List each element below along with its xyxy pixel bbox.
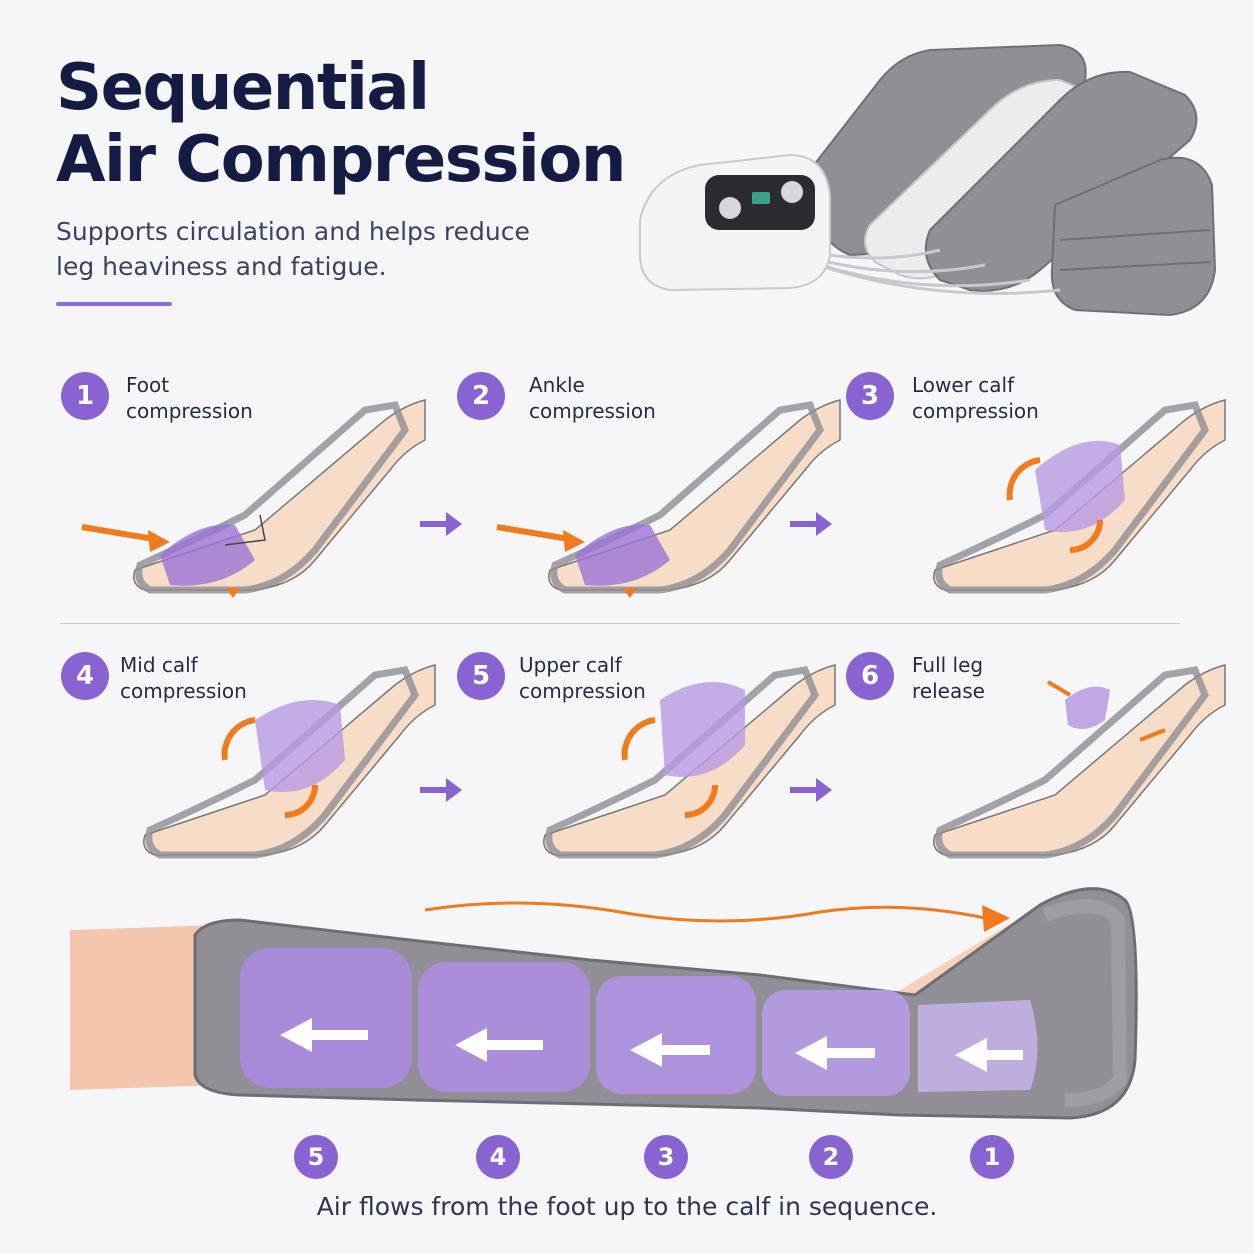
orange-rotate-arrow-icon — [684, 784, 718, 818]
thigh-skin — [70, 925, 225, 1090]
step-label-1: Foot compression — [126, 372, 346, 424]
chamber-1 — [918, 1000, 1038, 1092]
chamber-4 — [418, 962, 590, 1092]
step-badge-4: 4 — [61, 652, 109, 700]
orange-rotate-arrow-icon — [1069, 519, 1103, 553]
lower-calf-chamber-inflated — [1035, 440, 1125, 532]
orange-flow-arrow-icon — [424, 901, 986, 923]
orange-flow-arrow-icon — [496, 524, 576, 543]
chamber-5 — [240, 948, 412, 1088]
caption: Air flows from the foot up to the calf i… — [316, 1192, 938, 1221]
sequence-badge-3: 3 — [644, 1135, 688, 1179]
control-unit — [639, 153, 831, 292]
step-4-subtitle: compression — [120, 679, 247, 703]
step-3-subtitle: compression — [912, 399, 1039, 423]
step-badge-6: 6 — [846, 652, 894, 700]
right-arrow-icon — [420, 778, 462, 802]
sequence-badge-1: 1 — [970, 1135, 1014, 1179]
up-arrow-icon — [226, 588, 240, 598]
step-1-subtitle: compression — [126, 399, 253, 423]
step-label-3: Lower calf compression — [912, 372, 1132, 424]
step-label-5: Upper calf compression — [519, 652, 739, 704]
step-6-title: Full leg — [912, 653, 984, 677]
left-arrow-icon — [795, 1036, 875, 1070]
accent-underline — [56, 302, 172, 306]
foot-chamber-inflated — [160, 524, 255, 586]
sequence-badge-2: 2 — [809, 1135, 853, 1179]
hand-sketch — [224, 514, 266, 546]
power-knob-icon — [719, 197, 741, 219]
orange-flow-arrow-icon — [81, 524, 161, 543]
step-label-6: Full leg release — [912, 652, 1132, 704]
page-title: Sequential Air Compression — [56, 51, 626, 197]
row-divider — [60, 623, 1180, 624]
chamber-2 — [762, 990, 910, 1096]
step-1-illustration — [81, 400, 425, 598]
chamber-3 — [596, 976, 756, 1094]
display-icon — [752, 192, 770, 204]
step-label-2: Ankle compression — [529, 372, 749, 424]
step-5-subtitle: compression — [519, 679, 646, 703]
step-badge-1: 1 — [61, 372, 109, 420]
step-label-4: Mid calf compression — [120, 652, 340, 704]
step-3-illustration — [934, 400, 1225, 590]
sleeve-outline — [193, 887, 1138, 1120]
foot-wrap — [1050, 156, 1217, 317]
step-1-title: Foot — [126, 373, 170, 397]
right-arrow-icon — [420, 512, 462, 536]
flow-arrowhead-icon — [982, 905, 1010, 932]
step-badge-2: 2 — [457, 372, 505, 420]
right-arrow-icon — [790, 512, 832, 536]
step-6-subtitle: release — [912, 679, 985, 703]
ankle-chamber-inflated — [575, 524, 670, 586]
mid-calf-chamber-inflated — [255, 700, 345, 792]
air-hoses — [759, 238, 1061, 295]
step-4-title: Mid calf — [120, 653, 198, 677]
step-badge-3: 3 — [846, 372, 894, 420]
title-line-1: Sequential — [56, 51, 430, 125]
sequence-badge-4: 4 — [476, 1135, 520, 1179]
step-2-title: Ankle — [529, 373, 585, 397]
foot-skin — [900, 892, 1125, 1105]
orange-rotate-arrow-icon — [284, 784, 318, 818]
left-arrow-icon — [955, 1038, 1023, 1072]
up-arrow-icon — [623, 588, 637, 598]
sequence-badge-5: 5 — [294, 1135, 338, 1179]
left-arrow-icon — [280, 1018, 368, 1052]
orange-rotate-arrow-icon — [1006, 457, 1041, 501]
leg-sleeve-white — [864, 78, 1100, 280]
leg-sleeve-left — [808, 43, 1087, 257]
leg-sleeve-right — [924, 70, 1198, 292]
left-arrow-icon — [630, 1033, 710, 1067]
step-2-subtitle: compression — [529, 399, 656, 423]
orange-release-arrow-icon — [1139, 728, 1166, 742]
right-arrow-icon — [790, 778, 832, 802]
left-arrow-icon — [455, 1028, 543, 1062]
step-3-title: Lower calf — [912, 373, 1015, 397]
subtitle: Supports circulation and helps reduce le… — [56, 214, 576, 284]
step-badge-5: 5 — [457, 652, 505, 700]
subtitle-line-2: leg heaviness and fatigue. — [56, 252, 387, 281]
orange-rotate-arrow-icon — [221, 717, 256, 761]
subtitle-line-1: Supports circulation and helps reduce — [56, 217, 530, 246]
step-5-title: Upper calf — [519, 653, 622, 677]
title-line-2: Air Compression — [56, 123, 626, 197]
mode-knob-icon — [781, 181, 803, 203]
orange-rotate-arrow-icon — [621, 717, 656, 761]
step-2-illustration — [496, 400, 840, 598]
